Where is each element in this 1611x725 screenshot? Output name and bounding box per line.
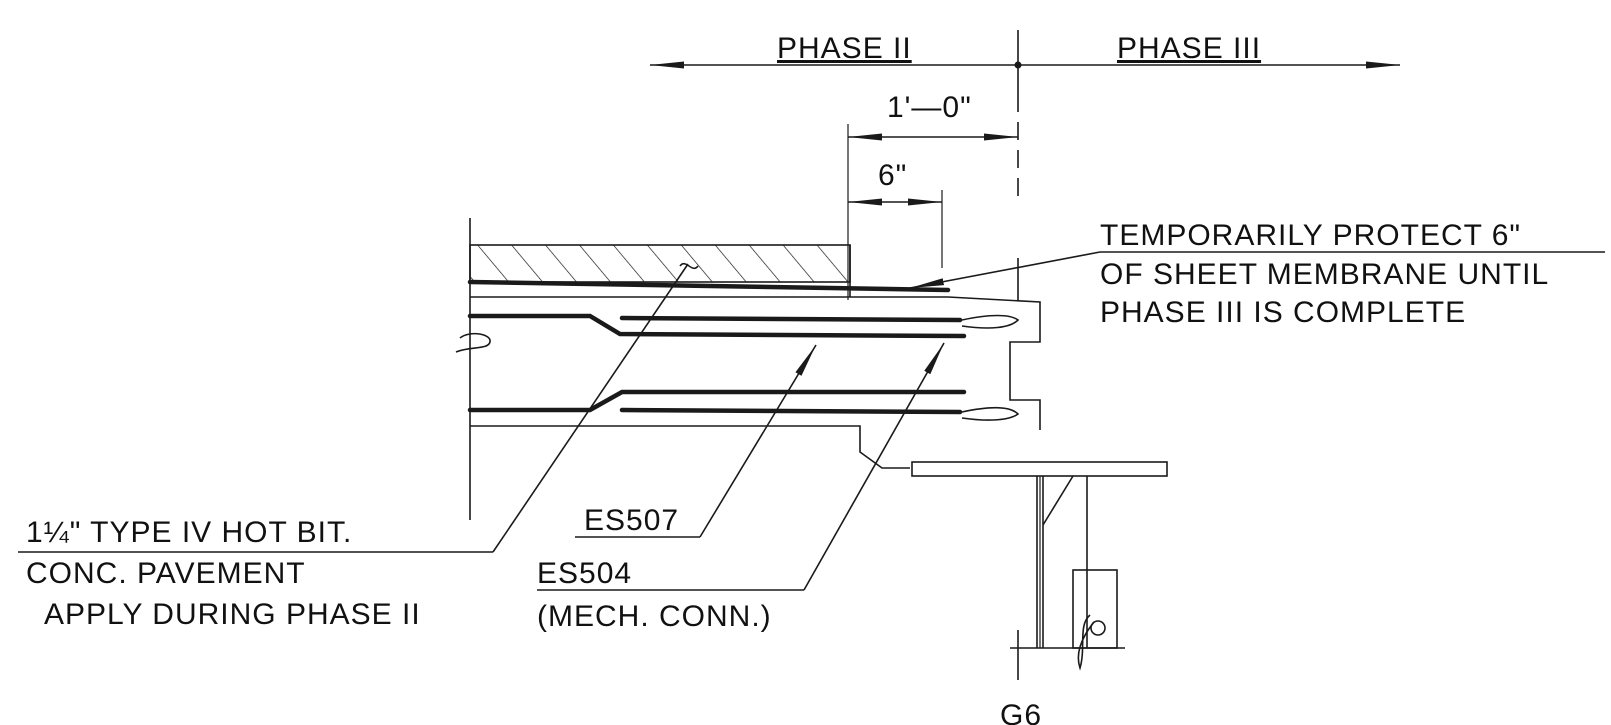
bar-es504-label: ES504: [537, 557, 632, 590]
girder-label: G6: [1000, 699, 1042, 725]
phase-divider: [1014, 30, 1022, 680]
note-protect-line-2: OF SHEET MEMBRANE UNTIL: [1100, 258, 1549, 291]
phase-iii-label: PHASE III: [1117, 32, 1261, 65]
sheet-membrane: [467, 279, 951, 293]
note-protect-line-3: PHASE III IS COMPLETE: [1100, 296, 1466, 329]
dimension-12-inch-label: 1'—0": [887, 91, 972, 124]
dimension-12-inch: [847, 124, 1018, 300]
bar-es504-connection-label: (MECH. CONN.): [537, 600, 772, 633]
note-pavement-line-1: 1¼" TYPE IV HOT BIT.: [26, 516, 352, 549]
dimension-6-inch: [848, 190, 943, 268]
leader-lines: [18, 251, 1605, 591]
phase-ii-label: PHASE II: [777, 32, 912, 65]
note-pavement-line-3: APPLY DURING PHASE II: [44, 598, 421, 631]
dimension-6-inch-label: 6": [878, 159, 907, 192]
asphalt-pavement: [469, 244, 851, 283]
top-reinforcing-bars: [467, 313, 1020, 339]
girder-g6: [911, 461, 1168, 671]
bottom-reinforcing-bars: [467, 389, 1020, 421]
note-pavement-line-2: CONC. PAVEMENT: [26, 557, 306, 590]
bar-es507-label: ES507: [584, 504, 679, 537]
note-protect-line-1: TEMPORARILY PROTECT 6": [1100, 219, 1521, 252]
